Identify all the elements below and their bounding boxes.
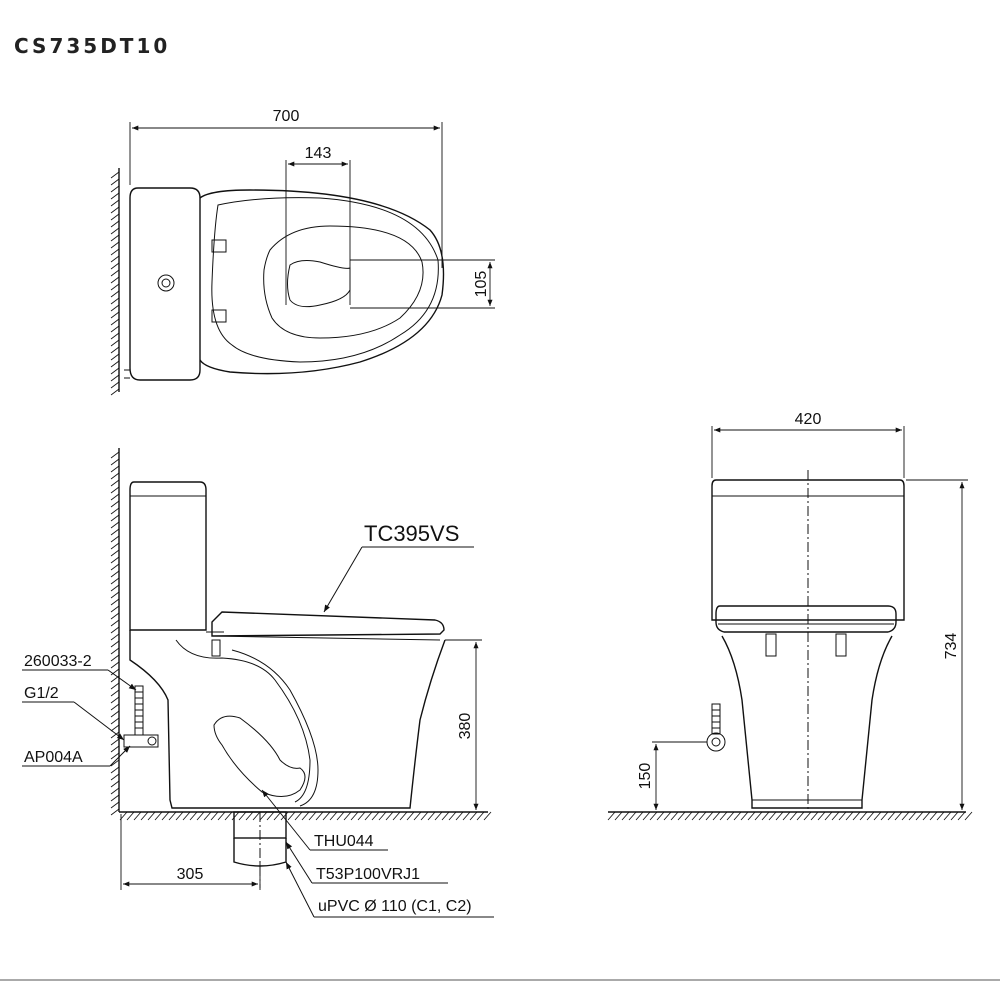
- dim-734: 734: [943, 633, 960, 660]
- callout-260033-2: 260033-2: [24, 653, 92, 670]
- flush-button-icon: [157, 274, 175, 292]
- floor-hatch-front: [607, 811, 973, 821]
- tank-outline-front: [711, 479, 905, 621]
- callout-g1-2: G1/2: [24, 685, 59, 702]
- tank-outline-top: [129, 187, 201, 381]
- top-view: 700 143 105: [110, 108, 495, 396]
- trapway-side: [213, 715, 306, 797]
- page-title: CS735DT10: [14, 34, 171, 58]
- bowl-outline-side: [129, 630, 446, 809]
- dim-700: 700: [273, 108, 300, 125]
- dim-143: 143: [305, 145, 332, 162]
- dim-420: 420: [795, 411, 822, 428]
- front-view: 420 734 150: [607, 411, 973, 821]
- dim-305: 305: [177, 866, 204, 883]
- callout-upvc: uPVC Ø 110 (C1, C2): [318, 898, 472, 915]
- callout-thu044: THU044: [314, 833, 374, 850]
- callout-ap004a: AP004A: [24, 749, 83, 766]
- bowl-outline-top: [199, 189, 445, 375]
- seat-side: [211, 611, 445, 637]
- seat-model-label: TC395VS: [364, 521, 459, 546]
- wall-hatch-side: [110, 448, 492, 821]
- dim-150: 150: [637, 763, 654, 790]
- side-view: TC395VS 260033-2 G1/2 AP004A THU044 T53P…: [22, 448, 494, 918]
- dim-105: 105: [473, 271, 490, 298]
- tank-outline-side: [129, 481, 207, 631]
- wall-hatch-top: [110, 168, 120, 396]
- callout-t53p100vrj1: T53P100VRJ1: [316, 866, 420, 883]
- pedestal-front: [721, 635, 893, 809]
- dim-380: 380: [457, 713, 474, 740]
